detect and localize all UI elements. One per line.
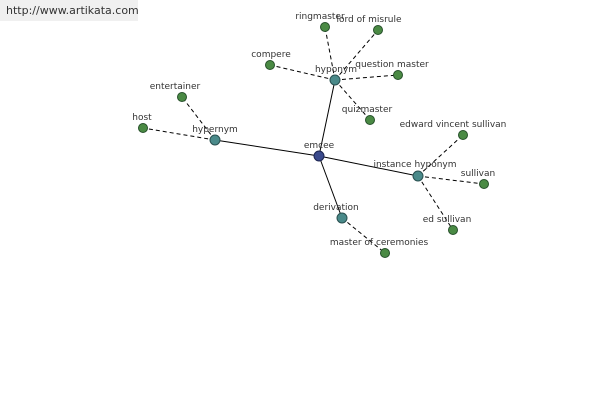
edge-hyponym-to-question-master: [334, 74, 399, 81]
node-label-ringmaster[interactable]: ringmaster: [295, 12, 345, 22]
nodes-layer: [138, 22, 489, 258]
edge-instance-hyponym-to-edward-vincent-sullivan: [417, 134, 464, 177]
node-label-ed-sullivan[interactable]: ed sullivan: [423, 215, 472, 225]
node-instance-hyponym[interactable]: [412, 170, 424, 182]
node-label-sullivan[interactable]: sullivan: [461, 169, 495, 179]
node-quizmaster[interactable]: [365, 115, 375, 125]
node-host[interactable]: [138, 123, 148, 133]
labels-layer: emcee hyponym hypernym instance hyponym deri…: [132, 12, 506, 248]
node-sullivan[interactable]: [479, 179, 489, 189]
edge-emcee-to-hypernym: [214, 139, 320, 157]
node-entertainer[interactable]: [177, 92, 187, 102]
edge-hypernym-to-entertainer: [181, 96, 216, 141]
node-derivation[interactable]: [336, 212, 348, 224]
node-label-question-master[interactable]: question master: [355, 60, 429, 70]
node-emcee[interactable]: [313, 150, 325, 162]
node-label-emcee[interactable]: emcee: [304, 141, 335, 151]
edges-layer: [142, 26, 485, 254]
edge-derivation-to-master-of-ceremonies: [341, 217, 386, 254]
node-label-hypernym[interactable]: hypernym: [192, 125, 238, 135]
node-compere[interactable]: [265, 60, 275, 70]
node-lord-of-misrule[interactable]: [373, 25, 383, 35]
edge-hyponym-to-quizmaster: [334, 79, 371, 121]
node-label-instance-hyponym[interactable]: instance hyponym: [373, 160, 456, 170]
node-label-host[interactable]: host: [132, 113, 152, 123]
node-label-master-of-ceremonies[interactable]: master of ceremonies: [330, 238, 429, 248]
node-label-hyponym[interactable]: hyponym: [315, 65, 357, 75]
node-ed-sullivan[interactable]: [448, 225, 458, 235]
node-label-lord-of-misrule[interactable]: lord of misrule: [336, 15, 402, 25]
edge-emcee-to-instance-hyponym: [318, 155, 419, 177]
node-hyponym[interactable]: [329, 74, 341, 86]
node-label-compere[interactable]: compere: [251, 50, 291, 60]
node-label-entertainer[interactable]: entertainer: [150, 82, 201, 92]
edge-emcee-to-derivation: [318, 155, 343, 219]
edge-emcee-to-hyponym: [318, 79, 336, 157]
node-label-derivation[interactable]: derivation: [313, 203, 359, 213]
node-edward-vincent-sullivan[interactable]: [458, 130, 468, 140]
node-hypernym[interactable]: [209, 134, 221, 146]
edge-hyponym-to-ringmaster: [324, 26, 336, 81]
node-ringmaster[interactable]: [320, 22, 330, 32]
node-master-of-ceremonies[interactable]: [380, 248, 390, 258]
edge-hypernym-to-host: [142, 127, 216, 141]
edge-hyponym-to-lord-of-misrule: [334, 29, 379, 81]
source-url-banner[interactable]: http://www.artikata.com: [0, 0, 139, 21]
edge-instance-hyponym-to-ed-sullivan: [417, 175, 454, 231]
node-question-master[interactable]: [393, 70, 403, 80]
node-label-edward-vincent-sullivan[interactable]: edward vincent sullivan: [400, 120, 507, 130]
node-label-quizmaster[interactable]: quizmaster: [342, 105, 393, 115]
